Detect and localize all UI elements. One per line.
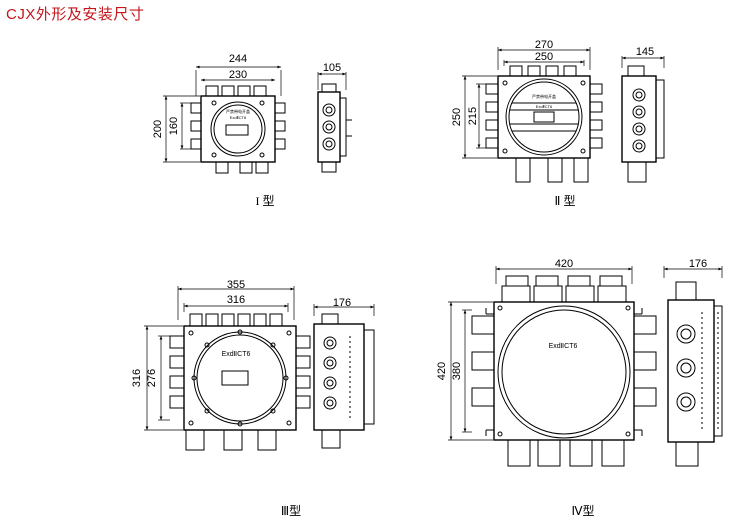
type4-side-view (667, 281, 723, 467)
type2-warning-label: 严禁带电开盖 (532, 93, 556, 99)
type1-dimension-lines (163, 65, 347, 163)
type4-ex-marking: ExdⅡCT6 (549, 343, 578, 350)
type1-inner-width: 230 (229, 69, 247, 81)
type4-overall-height: 420 (436, 362, 448, 380)
type2-side-view (621, 65, 665, 183)
type3-overall-width: 355 (227, 279, 245, 291)
type1-ex-marking: ExdⅡCT6 (230, 115, 247, 120)
type1-side-depth: 105 (323, 62, 341, 74)
type4-dimension-lines (448, 266, 723, 441)
page-title: CJX外形及安装尺寸 (6, 6, 145, 23)
type2-caption: Ⅱ 型 (555, 194, 576, 208)
type1-front-view (190, 85, 286, 174)
type2-side-depth: 145 (636, 46, 654, 58)
type1-caption: I 型 (256, 194, 275, 208)
type3-inner-width: 316 (227, 294, 245, 306)
type3-caption: Ⅲ型 (281, 504, 301, 518)
type4-overall-width: 420 (555, 258, 573, 270)
type3-ex-marking: ExdⅡCT6 (222, 351, 251, 358)
type4-side-depth: 176 (689, 258, 707, 270)
type1-inner-height: 160 (168, 117, 180, 135)
type4-caption: Ⅳ型 (571, 504, 594, 518)
type3-front-view (169, 313, 311, 451)
type1-overall-height: 200 (152, 120, 164, 138)
type3-dimension-lines (144, 286, 375, 431)
type3-side-depth: 176 (333, 297, 351, 309)
type2-overall-width: 270 (535, 39, 553, 51)
type2-overall-height: 250 (451, 108, 463, 126)
type1-side-view (317, 83, 352, 173)
type2-ex-marking: ExdⅡCT6 (536, 104, 553, 109)
type3-side-view (313, 313, 375, 449)
type2-inner-height: 215 (467, 107, 479, 125)
type3-overall-height: 316 (131, 369, 143, 387)
type2-front-view (485, 65, 603, 183)
type1-warning-label: 严禁带电开盖 (226, 108, 250, 114)
type1-overall-width: 244 (229, 53, 247, 65)
type4-inner-height: 380 (451, 362, 463, 380)
type4-front-view (471, 275, 657, 467)
type2-dimension-lines (462, 47, 665, 159)
type3-inner-height: 276 (146, 369, 158, 387)
type2-inner-width: 250 (535, 51, 553, 63)
